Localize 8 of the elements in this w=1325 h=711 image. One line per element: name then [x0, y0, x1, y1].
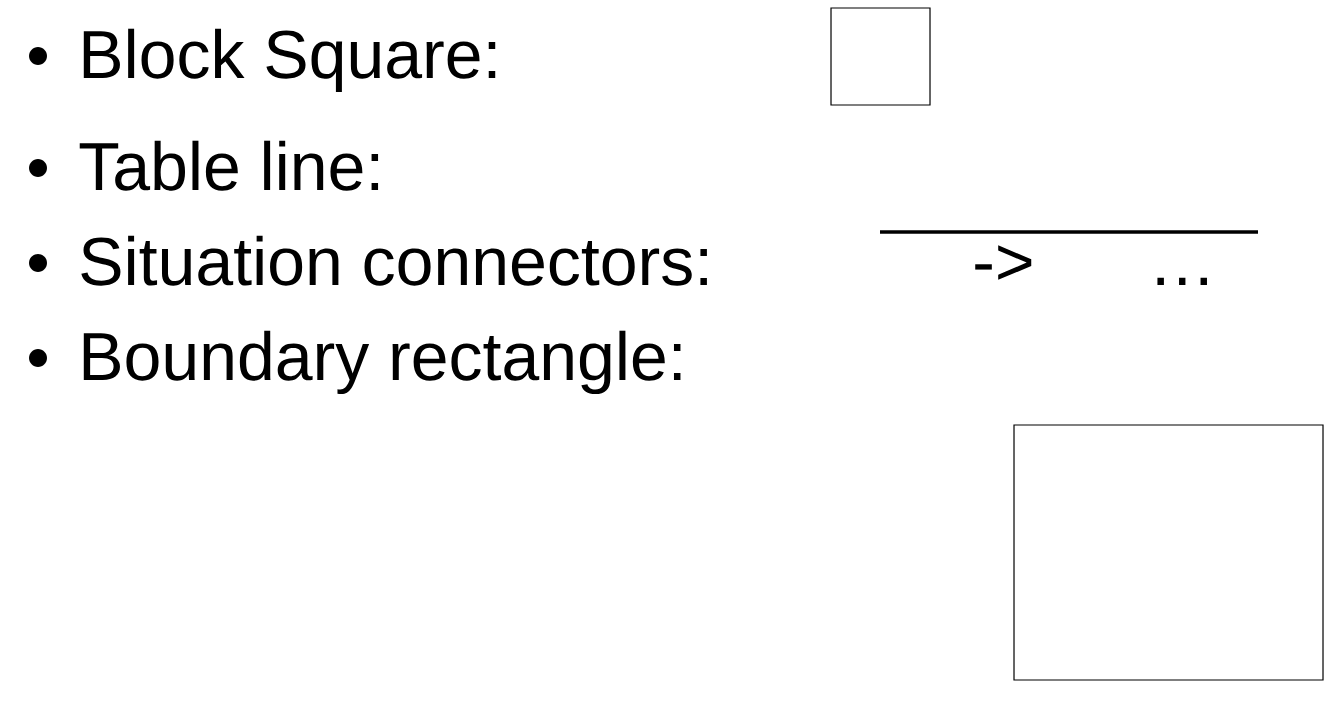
connector-symbol: … [1157, 277, 1207, 285]
boundary-rectangle [1013, 424, 1324, 681]
list-item: Block Square: [83, 28, 496, 93]
connector-symbol: -> [975, 245, 1032, 280]
list-item: Boundary rectangle: [83, 330, 681, 395]
square-box [830, 7, 931, 106]
list-item: Situation connectors: [81, 235, 707, 286]
list-item: Table line: [79, 140, 379, 191]
